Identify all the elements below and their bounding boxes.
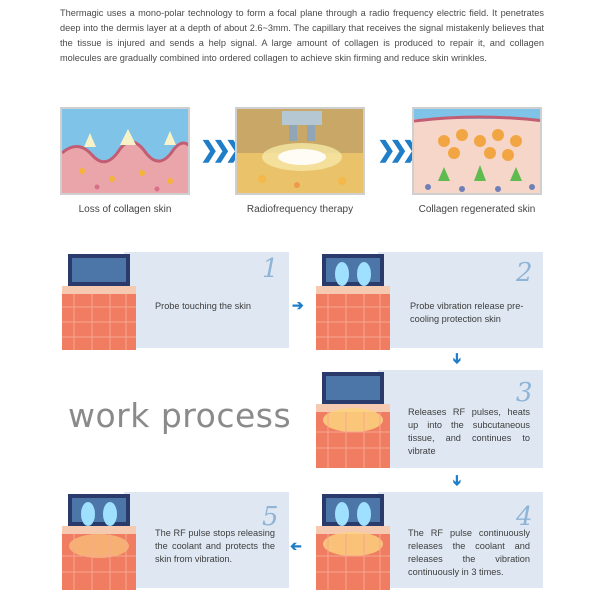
step-text: Probe touching the skin: [155, 300, 285, 313]
rf-stop-illustration: [62, 492, 136, 590]
probe-skin-illustration: [62, 252, 136, 350]
rf-coolant-illustration: [316, 492, 390, 590]
step-number: 2: [516, 258, 533, 288]
arrow-left-icon: ➔: [290, 538, 302, 555]
arrow-down-icon: ➔: [448, 475, 465, 487]
chevron-right-icon: ❯❯❯: [200, 137, 237, 163]
stage-caption: Collagen regenerated skin: [406, 204, 548, 215]
rf-therapy-illustration: [235, 107, 365, 195]
stage-caption: Radiofrequency therapy: [222, 204, 378, 215]
probe-cooling-illustration: [316, 252, 390, 350]
step-text: The RF pulse continuously releases the c…: [408, 527, 530, 579]
work-process-title: work process: [68, 396, 291, 435]
step-text: The RF pulse stops releasing the coolant…: [155, 527, 275, 566]
chevron-right-icon: ❯❯❯: [377, 137, 414, 163]
rf-heating-illustration: [316, 370, 390, 468]
intro-paragraph: Thermagic uses a mono-polar technology t…: [60, 6, 544, 66]
arrow-down-icon: ➔: [448, 353, 465, 365]
arrow-right-icon: ➔: [292, 297, 304, 314]
collagen-loss-illustration: [60, 107, 190, 195]
stage-caption: Loss of collagen skin: [60, 204, 190, 215]
step-number: 1: [262, 254, 279, 284]
step-text: Probe vibration release pre-cooling prot…: [410, 300, 530, 326]
step-text: Releases RF pulses, heats up into the su…: [408, 406, 530, 458]
step-number: 3: [516, 378, 533, 408]
collagen-regenerated-illustration: [412, 107, 542, 195]
